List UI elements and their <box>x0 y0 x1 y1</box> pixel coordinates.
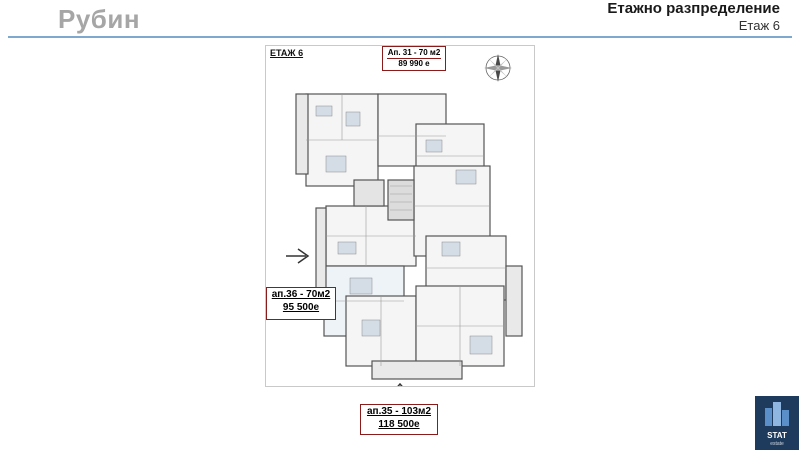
apartment-36-callout: ап.36 - 70м2 95 500е <box>266 287 336 320</box>
apartment-36-name: ап.36 - 70м2 <box>271 289 331 300</box>
stat-logo-icon: STAT estate <box>755 396 799 450</box>
apartment-36-price: 95 500е <box>282 301 320 313</box>
apartment-31-name: Ап. 31 - 70 м2 <box>387 48 441 59</box>
brand-title: Рубин <box>58 4 141 34</box>
arrow-up-icon <box>392 382 408 402</box>
apartment-35-price: 118 500е <box>378 418 420 430</box>
apartment-31-price: 89 990 е <box>398 59 430 68</box>
floor-label: ЕТАЖ 6 <box>270 48 304 58</box>
logo-name: STAT <box>767 431 787 440</box>
compass-icon <box>484 54 512 82</box>
apartment-35-name: ап.35 - 103м2 <box>366 406 432 417</box>
apartment-35-callout: ап.35 - 103м2 118 500е <box>360 404 438 435</box>
header-divider <box>8 36 792 38</box>
floor-plan-sheet <box>265 45 535 402</box>
page-title: Етажно разпределение <box>607 0 780 17</box>
floor-plan-drawing <box>286 54 523 402</box>
logo-subtitle: estate <box>770 441 784 447</box>
page-subtitle: Етаж 6 <box>738 18 780 33</box>
arrow-right-icon <box>286 248 310 264</box>
apartment-31-callout: Ап. 31 - 70 м2 89 990 е <box>382 46 446 71</box>
